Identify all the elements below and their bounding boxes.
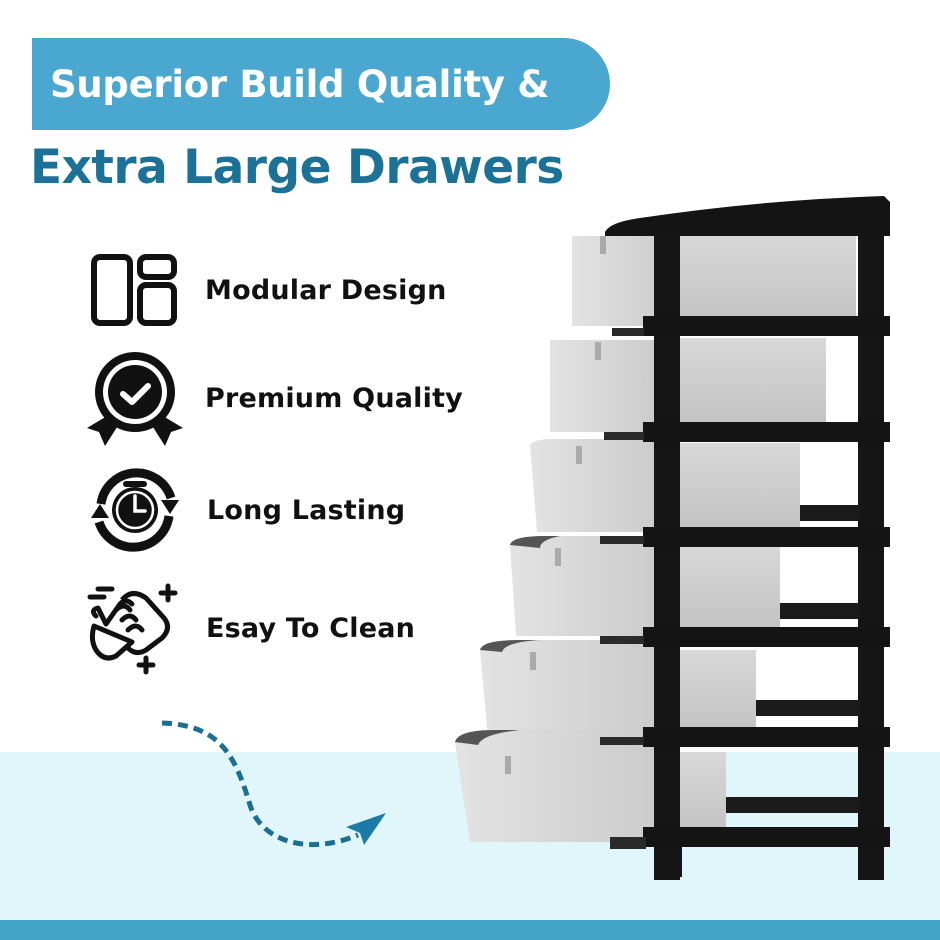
feature-label: Premium Quality bbox=[205, 382, 463, 414]
feature-label: Esay To Clean bbox=[206, 612, 416, 644]
cleaning-hand-icon bbox=[86, 580, 182, 676]
drawer-unit-product-image bbox=[455, 196, 890, 880]
feature-premium-quality: Premium Quality bbox=[85, 348, 463, 448]
feature-label: Long Lasting bbox=[207, 494, 406, 526]
banner-text: Superior Build Quality & bbox=[50, 62, 550, 106]
headline-banner: Superior Build Quality & bbox=[32, 38, 610, 130]
quality-badge-icon bbox=[85, 348, 185, 448]
feature-easy-to-clean: Esay To Clean bbox=[86, 580, 415, 676]
feature-label: Modular Design bbox=[205, 274, 447, 306]
clock-cycle-icon bbox=[87, 462, 183, 558]
feature-modular-design: Modular Design bbox=[90, 254, 447, 326]
subtitle-heading: Extra Large Drawers bbox=[30, 140, 564, 195]
modular-layout-icon bbox=[90, 254, 178, 326]
dashed-arrow-icon bbox=[161, 720, 386, 848]
feature-long-lasting: Long Lasting bbox=[87, 462, 405, 558]
bottom-accent-bar bbox=[0, 920, 940, 940]
